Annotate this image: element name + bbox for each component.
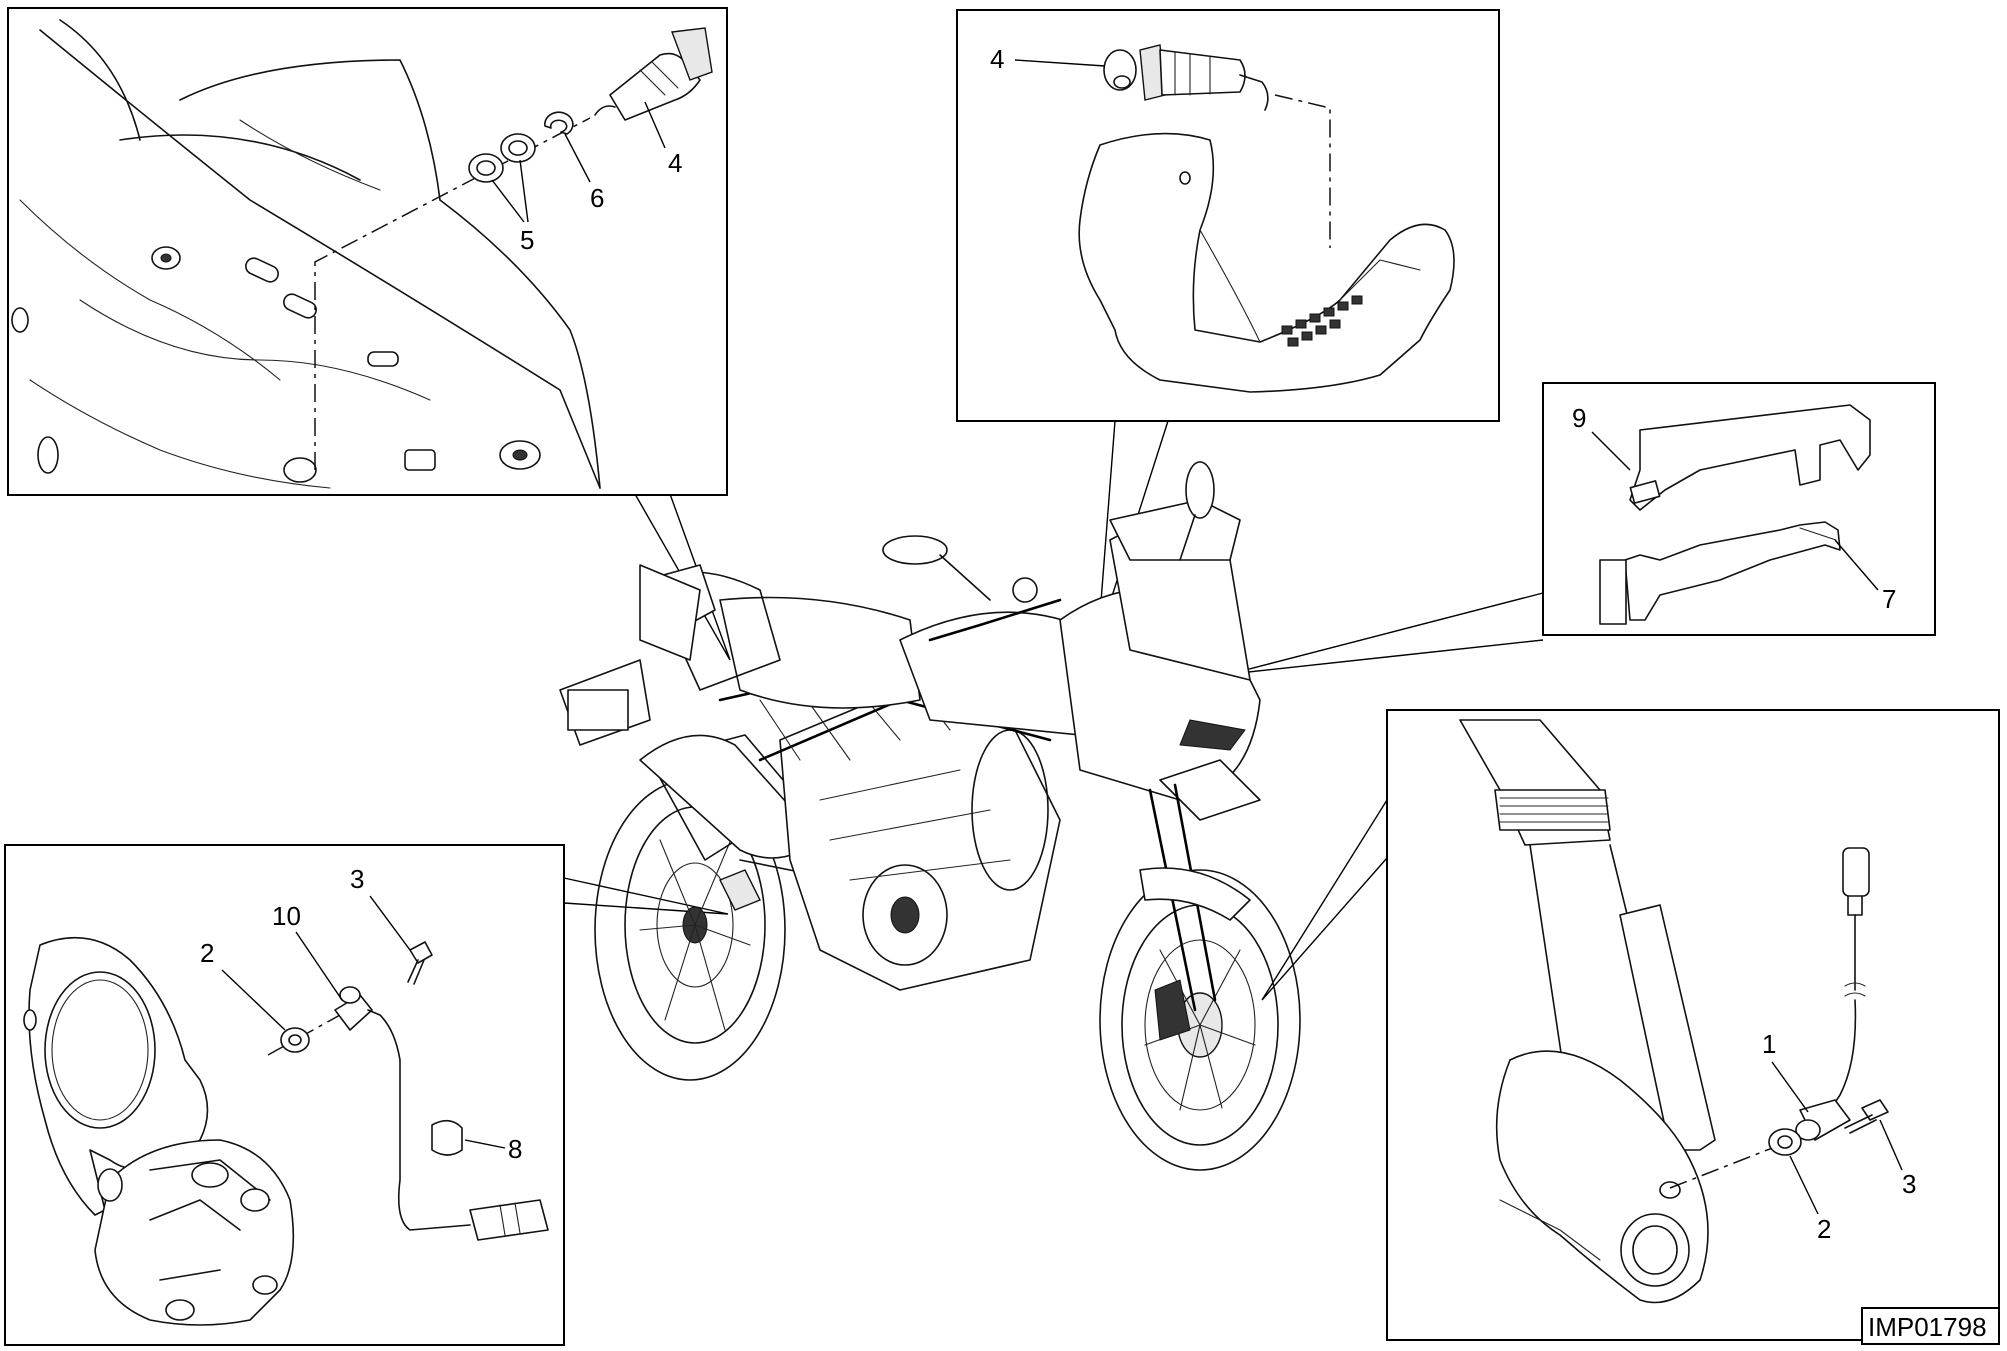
inset-front-wheel-speed-sensor: 1 2 3 IMP01798 (1386, 709, 2000, 1345)
callout-6: 6 (590, 183, 604, 213)
callout-2: 2 (1817, 1214, 1831, 1244)
inset-rear-wheel-speed-sensor: 3 10 2 8 (4, 844, 565, 1346)
callout-2: 2 (200, 938, 214, 968)
callout-5: 5 (520, 225, 534, 255)
drawing-code-box (1861, 1307, 2000, 1345)
inset-brackets: 9 7 (1542, 382, 1936, 636)
inset-fuel-filler-seat-area: 4 5 6 (7, 7, 728, 496)
callout-4: 4 (668, 148, 682, 178)
callout-1: 1 (1762, 1029, 1776, 1059)
callout-7: 7 (1882, 584, 1896, 614)
cover-vent-slots (1281, 295, 1363, 347)
callout-10: 10 (272, 901, 301, 931)
callout-8: 8 (508, 1134, 522, 1164)
callout-9: 9 (1572, 403, 1586, 433)
inset-fuel-filler-cover: 4 (956, 9, 1500, 422)
drawing-code: IMP01798 (1868, 1312, 1987, 1342)
callout-4: 4 (990, 44, 1004, 74)
callout-3: 3 (350, 864, 364, 894)
motorcycle (559, 461, 1301, 1171)
callout-3: 3 (1902, 1169, 1916, 1199)
